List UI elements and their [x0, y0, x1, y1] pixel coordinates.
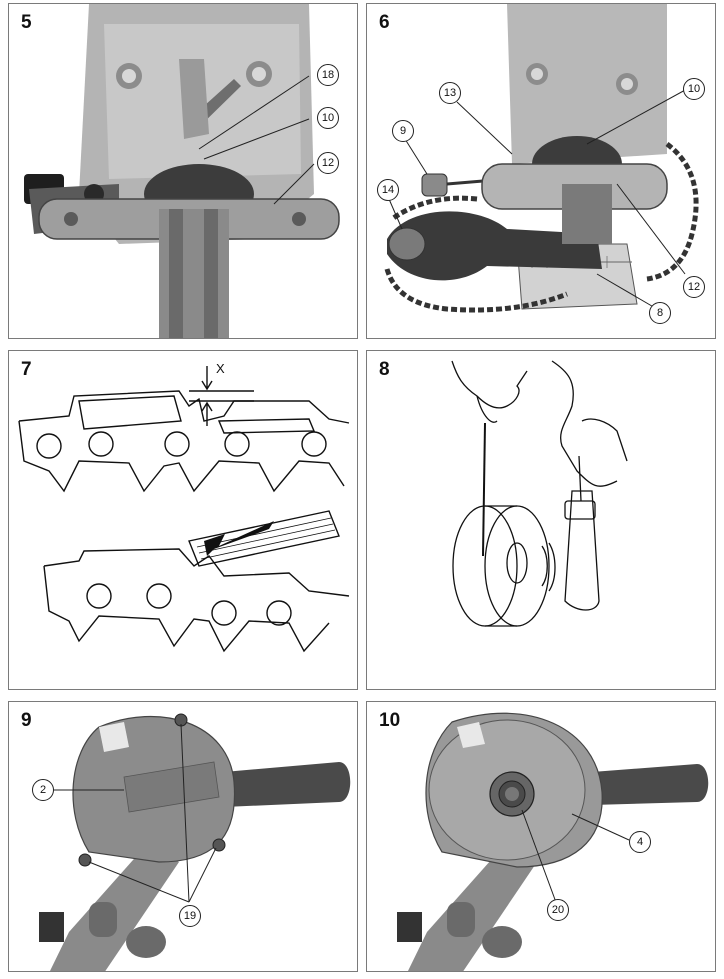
panel-number: 9 — [21, 710, 32, 731]
figure-panel-7: 7 X — [8, 350, 358, 690]
panel-number: 10 — [379, 710, 401, 731]
callout-label: 20 — [547, 899, 569, 921]
callout-label: 14 — [377, 179, 399, 201]
figure-panel-8: 8 — [366, 350, 716, 690]
figure-panel-9: 9 2 19 — [8, 701, 358, 972]
callout-label: 4 — [629, 831, 651, 853]
panel-number: 6 — [379, 12, 390, 33]
panel-number: 7 — [21, 359, 32, 380]
chain-depth-gauge-illustration — [9, 351, 357, 689]
depth-label: X — [216, 361, 225, 376]
callout-label: 19 — [179, 905, 201, 927]
callout-label: 2 — [32, 779, 54, 801]
callout-label: 18 — [317, 64, 339, 86]
callout-label: 8 — [649, 302, 671, 324]
chain-sharpener-closeup-illustration — [9, 4, 357, 338]
callout-label: 12 — [317, 152, 339, 174]
figure-panel-6: 6 13 10 9 14 12 8 — [366, 3, 716, 339]
panel-number: 8 — [379, 359, 390, 380]
callout-label: 12 — [683, 276, 705, 298]
callout-label: 13 — [439, 82, 461, 104]
ring-test-illustration — [367, 351, 715, 689]
guard-cover-removal-illustration — [9, 702, 357, 971]
grinding-wheel-flange-illustration — [367, 702, 715, 971]
figure-panel-10: 10 4 20 — [366, 701, 716, 972]
callout-label: 10 — [317, 107, 339, 129]
panel-number: 5 — [21, 12, 32, 33]
callout-label: 10 — [683, 78, 705, 100]
chain-clamped-in-sharpener-illustration — [367, 4, 715, 338]
callout-label: 9 — [392, 120, 414, 142]
figure-panel-5: 5 18 10 12 — [8, 3, 358, 339]
